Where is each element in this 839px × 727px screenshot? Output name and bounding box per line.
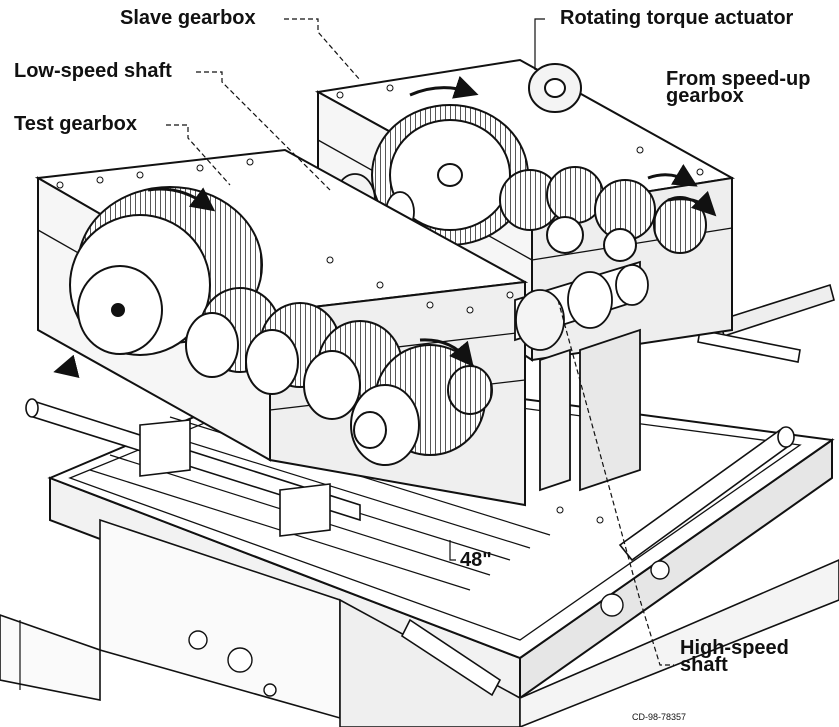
label-high-speed-shaft: High-speed shaft bbox=[680, 637, 789, 676]
test-rotation-arrows bbox=[53, 187, 474, 379]
leader-lines bbox=[166, 18, 674, 666]
slave-rotation-arrows bbox=[409, 75, 717, 217]
figure-id: CD-98-78357 bbox=[632, 712, 687, 722]
coolant-pipes bbox=[25, 283, 835, 697]
label-from-speed-up-gearbox: From speed-up gearbox bbox=[666, 68, 811, 107]
rail-blocks bbox=[139, 419, 331, 537]
label-test-gearbox: Test gearbox bbox=[14, 113, 137, 135]
label-high-speed-line2: shaft bbox=[680, 654, 728, 676]
label-slave-gearbox: Slave gearbox bbox=[120, 7, 256, 29]
high-speed-shaft bbox=[514, 260, 649, 492]
label-from-speed-up-line1: From speed-up bbox=[666, 68, 811, 90]
label-from-speed-up-line2: gearbox bbox=[666, 85, 744, 107]
label-high-speed-line1: High-speed bbox=[680, 637, 789, 659]
label-dimension-48: 48" bbox=[460, 549, 492, 571]
lower-fittings bbox=[188, 560, 670, 697]
label-rotating-torque-actuator: Rotating torque actuator bbox=[560, 7, 794, 29]
label-low-speed-shaft: Low-speed shaft bbox=[14, 60, 172, 82]
